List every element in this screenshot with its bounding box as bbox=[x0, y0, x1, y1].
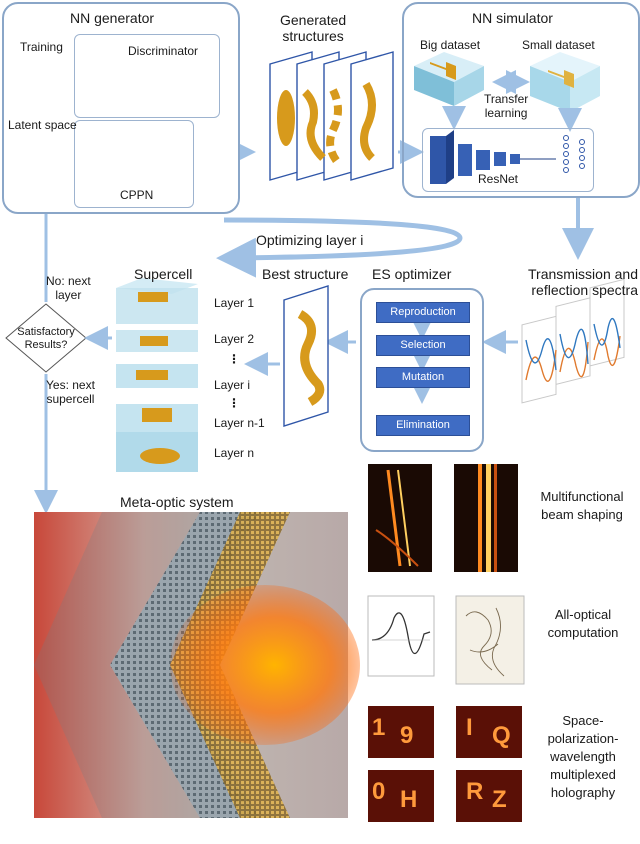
holo-char: H bbox=[400, 786, 418, 813]
cppn-label: CPPN bbox=[120, 188, 154, 202]
layer-1-label: Layer 1 bbox=[214, 296, 255, 310]
beam-shaping-images bbox=[368, 464, 518, 572]
es-step-selection: Selection bbox=[376, 335, 470, 356]
generated-structures-title: Generated structures bbox=[280, 12, 347, 44]
es-step-mutation: Mutation bbox=[376, 367, 470, 388]
discriminator-label: Discriminator bbox=[128, 44, 199, 58]
layer-n-label: Layer n bbox=[214, 446, 255, 460]
holo-char: Z bbox=[492, 786, 507, 813]
resnet-network bbox=[430, 130, 585, 184]
holo-char: 0 bbox=[372, 778, 386, 805]
meta-optic-image bbox=[34, 512, 360, 818]
holo-char: R bbox=[466, 778, 484, 805]
best-structure-title: Best structure bbox=[262, 266, 349, 282]
training-label: Training bbox=[20, 40, 63, 54]
layer-n-1-label: Layer n-1 bbox=[214, 416, 265, 430]
yes-next-supercell-label: Yes: next supercell bbox=[46, 378, 95, 406]
nn-generator-panel bbox=[2, 2, 240, 214]
decision-label: Satisfactory Results? bbox=[17, 326, 75, 351]
vertical-ellipsis-1: ⋮ bbox=[228, 352, 240, 366]
layer-2-label: Layer 2 bbox=[214, 332, 255, 346]
holo-char: Q bbox=[492, 722, 511, 749]
computation-images bbox=[367, 595, 525, 685]
cppn-box bbox=[74, 120, 194, 208]
nn-simulator-panel bbox=[402, 2, 640, 198]
generated-structures bbox=[269, 51, 394, 181]
holography-images bbox=[368, 706, 522, 822]
holo-char: 1 bbox=[372, 714, 386, 741]
beam-shaping-label: Multifunctional beam shaping bbox=[540, 489, 624, 522]
supercell-title: Supercell bbox=[134, 266, 193, 282]
holo-char: 9 bbox=[400, 722, 414, 749]
big-dataset-cube bbox=[414, 52, 484, 106]
meta-optic-title: Meta-optic system bbox=[120, 494, 234, 510]
holo-char: I bbox=[466, 714, 473, 741]
computation-label: All-optical computation bbox=[547, 607, 619, 640]
nn-generator-title: NN generator bbox=[70, 10, 155, 26]
supercell-stack bbox=[116, 278, 198, 472]
resnet-label: ResNet bbox=[478, 172, 519, 186]
discriminator-box bbox=[74, 34, 220, 118]
es-optimizer-panel bbox=[360, 288, 484, 452]
spectra-title: Transmission and reflection spectra bbox=[528, 266, 638, 298]
no-next-layer-label: No: next layer bbox=[46, 274, 91, 302]
es-step-elimination: Elimination bbox=[376, 415, 470, 436]
small-dataset-label: Small dataset bbox=[522, 38, 595, 52]
nn-simulator-title: NN simulator bbox=[472, 10, 553, 26]
es-optimizer-title: ES optimizer bbox=[372, 266, 452, 282]
es-step-reproduction: Reproduction bbox=[376, 302, 470, 323]
best-structure-sheet bbox=[283, 285, 329, 427]
resnet-box bbox=[422, 128, 594, 192]
latent-space-label: Latent space bbox=[8, 118, 77, 132]
big-dataset-label: Big dataset bbox=[420, 38, 481, 52]
holography-label: Space- polarization- wavelength multiple… bbox=[547, 713, 619, 800]
vertical-ellipsis-2: ⋮ bbox=[228, 396, 240, 410]
spectra-plots bbox=[521, 278, 625, 404]
transfer-learning-label: Transfer learning bbox=[484, 92, 529, 120]
small-dataset-cube bbox=[530, 52, 600, 112]
optimizing-layer-label: Optimizing layer i bbox=[256, 232, 364, 248]
layer-i-label: Layer i bbox=[214, 378, 251, 392]
